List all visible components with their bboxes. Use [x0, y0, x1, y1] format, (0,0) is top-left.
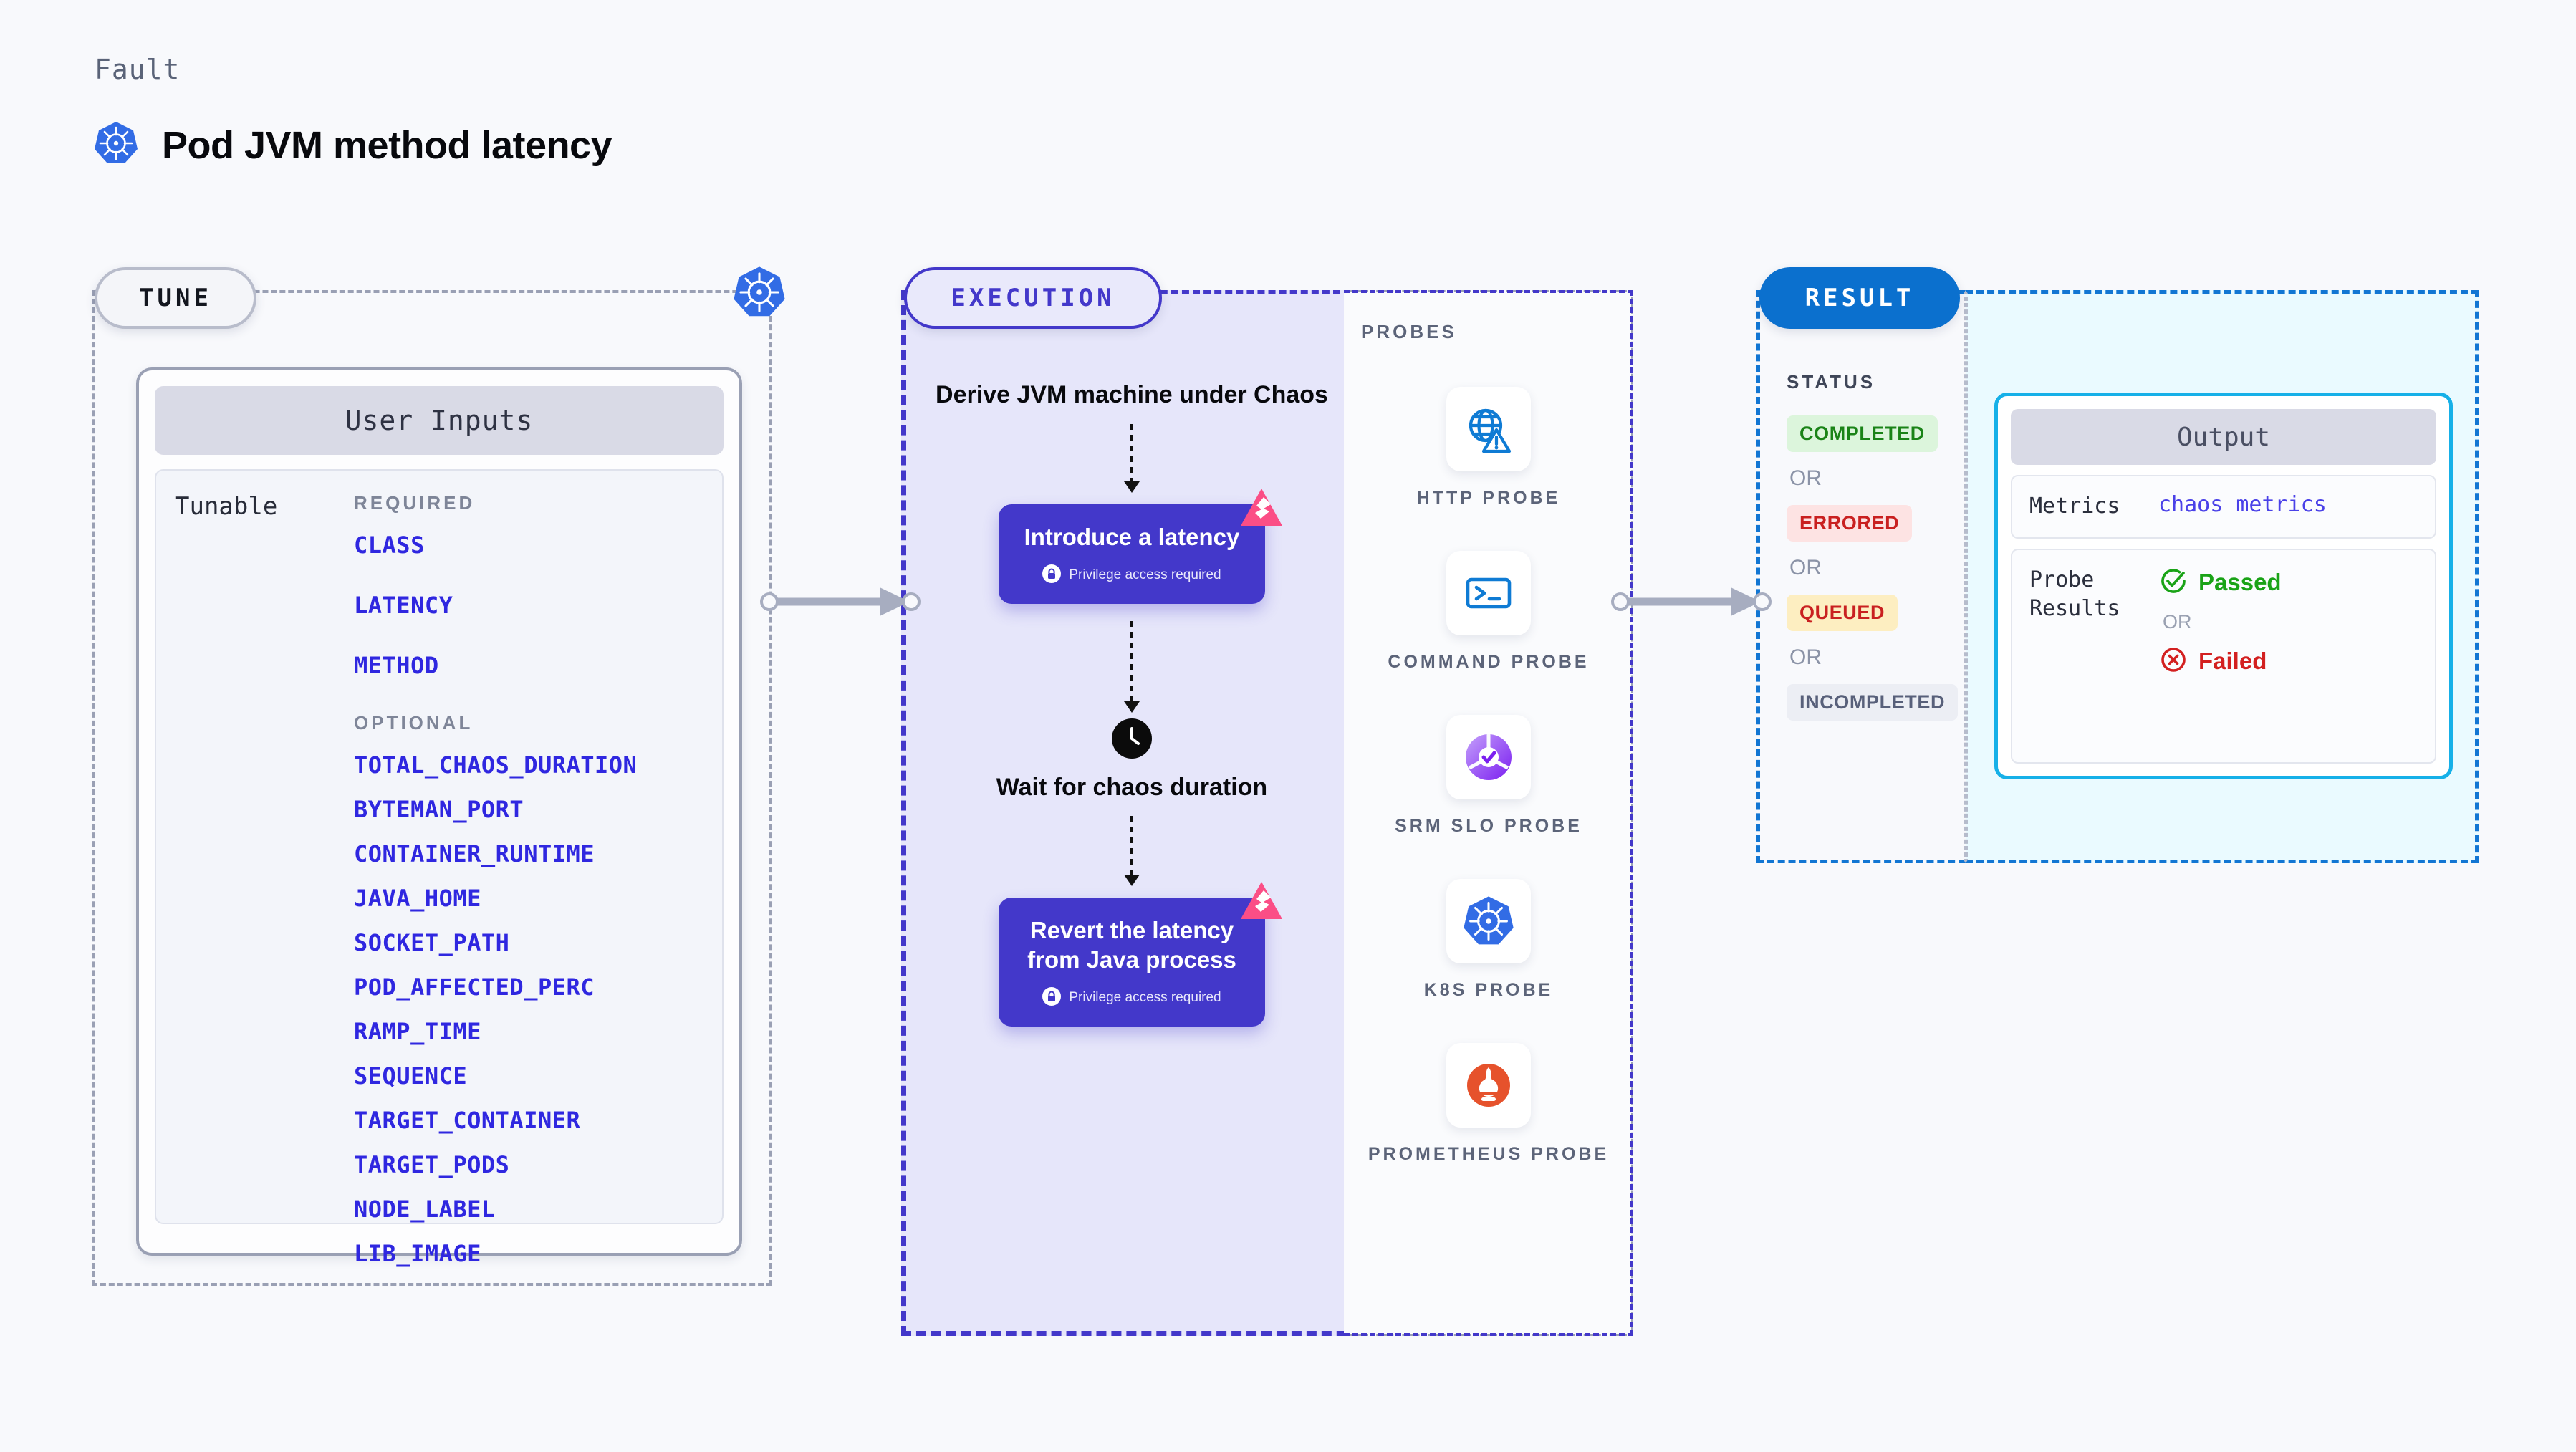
required-param-list: CLASS LATENCY METHOD	[354, 532, 703, 679]
probes-heading: PROBES	[1361, 321, 1457, 342]
tunable-body: Tunable REQUIRED CLASS LATENCY METHOD OPTI…	[155, 469, 724, 1267]
result-section-tag[interactable]: RESULT	[1759, 267, 1960, 329]
step-card-revert-latency[interactable]: Revert the latency from Java process Pri…	[999, 882, 1282, 1027]
probe-label: COMMAND PROBE	[1388, 652, 1590, 672]
probe-item[interactable]: K8S PROBE	[1424, 879, 1553, 1003]
output-header: Output	[2011, 409, 2436, 465]
fault-kicker-label: Fault	[95, 54, 181, 85]
privilege-note-row: Privilege access required	[1013, 564, 1251, 587]
optional-param[interactable]: BYTEMAN_PORT	[354, 796, 524, 823]
lock-icon	[1042, 564, 1062, 587]
optional-param[interactable]: TOTAL_CHAOS_DURATION	[354, 751, 638, 779]
probe-results-row: Probe Results Passed OR	[2011, 548, 2436, 764]
optional-param[interactable]: LIB_IMAGE	[354, 1240, 481, 1267]
optional-param[interactable]: SEQUENCE	[354, 1062, 468, 1090]
output-card: Output Metrics chaos metrics Probe Resul…	[1994, 393, 2453, 779]
parameter-column: REQUIRED CLASS LATENCY METHOD OPTIONAL TOT…	[354, 492, 703, 1267]
optional-param[interactable]: RAMP_TIME	[354, 1018, 481, 1045]
flow-arrow-down-icon	[1124, 816, 1140, 887]
flow-arrow-down-icon	[1124, 423, 1140, 493]
execution-flow: Derive JVM machine under Chaos Introduce…	[931, 380, 1332, 1027]
terminal-icon	[1446, 551, 1531, 635]
clock-icon	[1112, 718, 1152, 762]
kubernetes-icon	[93, 120, 139, 170]
status-badge: QUEUED	[1787, 595, 1898, 631]
status-or-separator: OR	[1789, 466, 1822, 490]
optional-param[interactable]: TARGET_CONTAINER	[354, 1107, 581, 1134]
status-badge: ERRORED	[1787, 505, 1913, 542]
optional-param-list: TOTAL_CHAOS_DURATION BYTEMAN_PORT CONTAINE…	[354, 751, 703, 1267]
connector-tune-to-execution	[760, 587, 921, 616]
metrics-value[interactable]: chaos metrics	[2158, 492, 2327, 517]
status-badge: COMPLETED	[1787, 415, 1938, 452]
prometheus-icon	[1446, 1043, 1531, 1128]
passed-label: Passed	[2198, 569, 2282, 595]
optional-heading: OPTIONAL	[354, 712, 474, 734]
probe-item[interactable]: COMMAND PROBE	[1388, 551, 1589, 675]
optional-param[interactable]: SOCKET_PATH	[354, 929, 510, 956]
user-inputs-header: User Inputs	[155, 386, 724, 455]
probe-result-passed: Passed	[2158, 566, 2282, 600]
srm-slo-icon	[1446, 715, 1531, 799]
privilege-note-row: Privilege access required	[1013, 986, 1251, 1009]
probe-label: HTTP PROBE	[1416, 488, 1561, 508]
metrics-key: Metrics	[2029, 494, 2120, 519]
step-card-introduce-latency[interactable]: Introduce a latency Privilege access req…	[999, 488, 1282, 604]
failed-label: Failed	[2198, 648, 2267, 674]
x-circle-icon	[2158, 645, 2188, 678]
probe-results-values: Passed OR Failed	[2158, 566, 2282, 678]
probe-item[interactable]: PROMETHEUS PROBE	[1368, 1043, 1609, 1167]
status-badge: INCOMPLETED	[1787, 684, 1959, 721]
litmus-chaos-icon	[1239, 880, 1284, 925]
lock-icon	[1042, 986, 1062, 1009]
flow-arrow-down-icon	[1124, 620, 1140, 713]
probe-item[interactable]: SRM SLO PROBE	[1395, 715, 1582, 839]
kubernetes-icon	[1446, 879, 1531, 963]
probe-label: SRM SLO PROBE	[1395, 816, 1582, 836]
flow-step-derive-title: Derive JVM machine under Chaos	[936, 381, 1328, 408]
probe-item[interactable]: HTTP PROBE	[1417, 387, 1561, 511]
optional-param[interactable]: POD_AFFECTED_PERC	[354, 973, 595, 1001]
flow-step-wait-title: Wait for chaos duration	[996, 773, 1268, 801]
tunable-row-label: Tunable	[175, 492, 278, 521]
required-param[interactable]: LATENCY	[354, 592, 453, 619]
step-title: Revert the latency from Java process	[1027, 917, 1236, 973]
execution-section-tag[interactable]: EXECUTION	[904, 267, 1162, 329]
optional-param[interactable]: NODE_LABEL	[354, 1196, 496, 1223]
connector-probes-to-result	[1611, 587, 1772, 616]
check-circle-icon	[2158, 566, 2188, 600]
page-title-row: Pod JVM method latency	[93, 120, 612, 170]
required-heading: REQUIRED	[354, 492, 476, 514]
required-param[interactable]: METHOD	[354, 652, 439, 679]
probe-label: PROMETHEUS PROBE	[1368, 1144, 1610, 1164]
optional-param[interactable]: TARGET_PODS	[354, 1151, 510, 1178]
step-title: Introduce a latency	[1024, 523, 1240, 550]
litmus-chaos-icon	[1239, 487, 1284, 532]
probe-result-failed: Failed	[2158, 645, 2282, 678]
metrics-row: Metrics chaos metrics	[2011, 475, 2436, 539]
status-or-separator: OR	[1789, 556, 1822, 580]
tune-section-tag[interactable]: TUNE	[95, 267, 256, 329]
status-or-separator: OR	[1789, 645, 1822, 669]
optional-param[interactable]: CONTAINER_RUNTIME	[354, 840, 595, 867]
probe-result-or: OR	[2163, 610, 2192, 633]
privilege-note: Privilege access required	[1069, 990, 1221, 1006]
tune-region-outline	[92, 290, 772, 1286]
probe-list: HTTP PROBE COMMAND PROBE SRM SLO PROBE K8S …	[1344, 387, 1633, 1207]
probe-results-key: Probe Results	[2029, 567, 2120, 622]
status-badge-stack: COMPLETED OR ERRORED OR QUEUED OR INCOMPLETED	[1787, 415, 1959, 721]
required-param[interactable]: CLASS	[354, 532, 425, 559]
kubernetes-icon	[732, 265, 787, 319]
status-heading: STATUS	[1787, 371, 1876, 393]
optional-param[interactable]: JAVA_HOME	[354, 885, 481, 912]
page-title: Pod JVM method latency	[162, 123, 612, 167]
probe-label: K8S PROBE	[1423, 980, 1554, 1000]
user-inputs-card: User Inputs Tunable REQUIRED CLASS LATENC…	[136, 367, 742, 1267]
privilege-note: Privilege access required	[1069, 567, 1221, 583]
globe-warning-icon	[1446, 387, 1531, 471]
